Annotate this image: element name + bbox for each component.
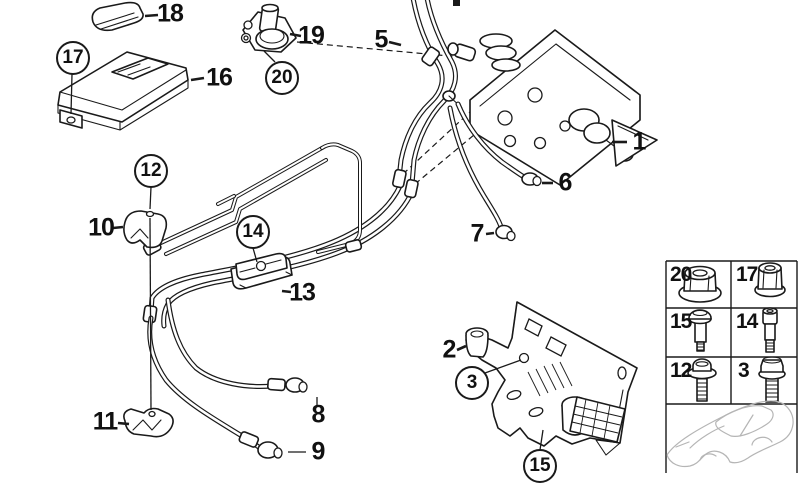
cover-cap-part bbox=[91, 1, 144, 32]
fastener-table bbox=[665, 260, 798, 473]
callout-9[interactable]: 9 bbox=[311, 437, 326, 466]
vehicle-thumbnail bbox=[666, 400, 794, 468]
clamp-part bbox=[123, 407, 174, 438]
sensor-part bbox=[240, 3, 297, 53]
leader-lines bbox=[70, 13, 627, 453]
valve-block-part bbox=[442, 29, 658, 186]
callout-13[interactable]: 13 bbox=[289, 278, 316, 307]
parts-diagram-page: { "diagram_type": "vehicle-parts-explode… bbox=[56, 0, 798, 483]
callout-2[interactable]: 2 bbox=[442, 335, 457, 364]
circled-callout-14[interactable]: 14 bbox=[236, 215, 270, 249]
diagram-canvas bbox=[57, 0, 798, 473]
control-unit-part bbox=[57, 51, 189, 131]
flexible-hoses bbox=[147, 297, 308, 459]
mesh-grid bbox=[571, 398, 623, 440]
callout-16[interactable]: 16 bbox=[206, 63, 233, 92]
assembly-dash-lines bbox=[263, 41, 517, 185]
circled-callout-15[interactable]: 15 bbox=[523, 449, 557, 483]
hex-flange-bolt-icon bbox=[758, 356, 786, 403]
cropped-callout-fragment bbox=[453, 0, 460, 6]
callout-5[interactable]: 5 bbox=[374, 25, 389, 54]
callout-6[interactable]: 6 bbox=[558, 168, 573, 197]
table-ref-15[interactable]: 15 bbox=[670, 310, 692, 333]
callout-19[interactable]: 19 bbox=[298, 21, 325, 50]
circled-callout-3[interactable]: 3 bbox=[455, 366, 489, 400]
table-ref-12[interactable]: 12 bbox=[670, 359, 692, 382]
holder-part bbox=[123, 210, 168, 249]
flange-screw-icon bbox=[687, 358, 717, 402]
hose-fitting-6 bbox=[521, 172, 542, 187]
flange-nut-icon bbox=[678, 265, 722, 303]
shoulder-bolt-icon bbox=[688, 309, 712, 352]
socket-shoulder-bolt-icon bbox=[762, 307, 778, 353]
callout-7[interactable]: 7 bbox=[470, 219, 485, 248]
callout-8[interactable]: 8 bbox=[311, 400, 326, 429]
hose-fitting-8 bbox=[267, 377, 308, 393]
table-ref-17[interactable]: 17 bbox=[736, 263, 758, 286]
hose-fitting-9 bbox=[238, 431, 283, 459]
callout-11[interactable]: 11 bbox=[92, 407, 118, 436]
mounting-bracket-part bbox=[465, 301, 638, 456]
callout-1[interactable]: 1 bbox=[632, 127, 647, 156]
callout-10[interactable]: 10 bbox=[88, 213, 115, 242]
circled-callout-20[interactable]: 20 bbox=[265, 61, 299, 95]
table-ref-14[interactable]: 14 bbox=[736, 310, 758, 333]
grommet-part bbox=[465, 327, 489, 358]
circled-callout-17[interactable]: 17 bbox=[56, 41, 90, 75]
table-ref-3[interactable]: 3 bbox=[738, 359, 750, 382]
callout-18[interactable]: 18 bbox=[157, 0, 184, 28]
pipe-clip-part bbox=[230, 252, 293, 290]
cap-nut-icon bbox=[754, 262, 786, 298]
table-ref-20[interactable]: 20 bbox=[670, 263, 692, 286]
return-hoses bbox=[447, 101, 542, 242]
hose-fitting-7 bbox=[495, 224, 516, 242]
circled-callout-12[interactable]: 12 bbox=[134, 154, 168, 188]
